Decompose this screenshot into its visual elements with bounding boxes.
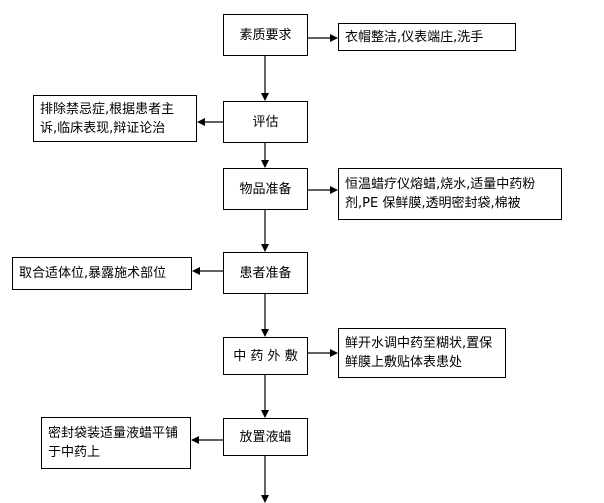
- note-item-preparation: 恒温蜡疗仪熔蜡,烧水,适量中药粉剂,PE 保鲜膜,透明密封袋,棉被: [338, 168, 562, 220]
- note-text: 排除禁忌症,根据患者主诉,临床表现,辩证论治: [40, 101, 175, 136]
- note-assessment: 排除禁忌症,根据患者主诉,临床表现,辩证论治: [33, 95, 197, 142]
- note-quality-requirements: 衣帽整洁,仪表端庄,洗手: [338, 23, 516, 51]
- step-place-liquid-wax: 放置液蜡: [223, 418, 308, 456]
- note-patient-preparation: 取合适体位,暴露施术部位: [12, 257, 192, 290]
- note-text: 鲜开水调中药至糊状,置保鲜膜上敷贴体表患处: [345, 336, 493, 370]
- step-label: 中 药 外 敷: [233, 348, 298, 364]
- step-label: 素质要求: [239, 27, 292, 43]
- note-place-liquid-wax: 密封袋装适量液蜡平铺于中药上: [41, 417, 191, 469]
- note-text: 取合适体位,暴露施术部位: [19, 266, 167, 281]
- note-text: 恒温蜡疗仪熔蜡,烧水,适量中药粉剂,PE 保鲜膜,透明密封袋,棉被: [345, 177, 536, 211]
- step-quality-requirements: 素质要求: [223, 14, 308, 56]
- step-label: 物品准备: [239, 181, 292, 197]
- step-herbal-compress: 中 药 外 敷: [223, 337, 308, 375]
- step-label: 患者准备: [239, 265, 292, 281]
- note-text: 衣帽整洁,仪表端庄,洗手: [345, 29, 484, 45]
- step-label: 评估: [252, 114, 279, 130]
- step-patient-preparation: 患者准备: [223, 252, 308, 294]
- step-label: 放置液蜡: [239, 429, 292, 445]
- note-text: 密封袋装适量液蜡平铺于中药上: [48, 426, 179, 460]
- note-herbal-compress: 鲜开水调中药至糊状,置保鲜膜上敷贴体表患处: [338, 328, 506, 378]
- step-assessment: 评估: [223, 101, 308, 143]
- step-item-preparation: 物品准备: [223, 168, 308, 210]
